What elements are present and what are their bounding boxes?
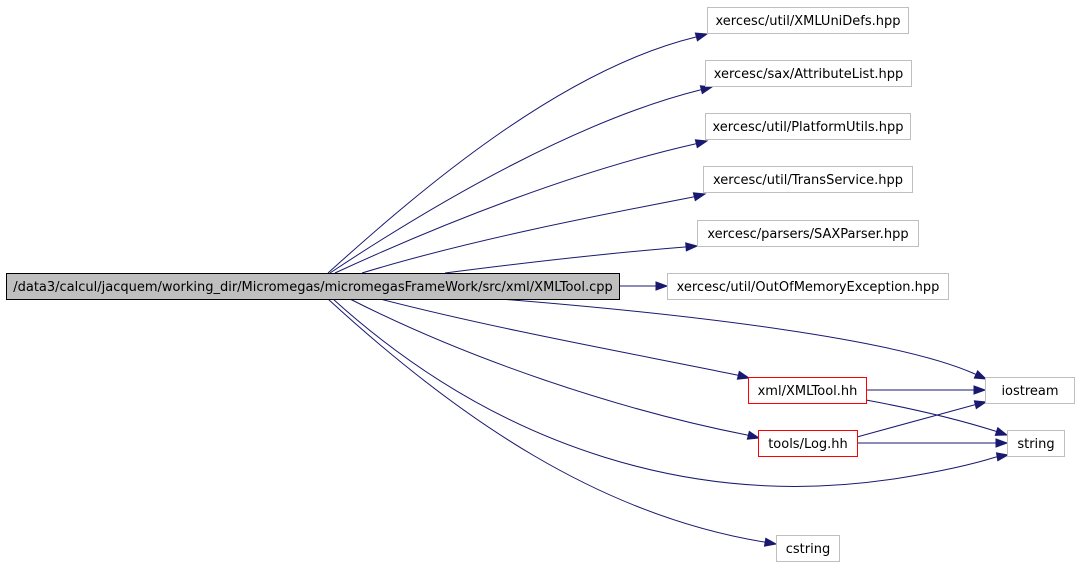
node-box[interactable] bbox=[697, 220, 919, 247]
node-label: iostream bbox=[1001, 384, 1058, 399]
edge-root-to-xmlunidefs bbox=[327, 32, 709, 274]
edge-xmltool_hh-to-string bbox=[865, 399, 1009, 436]
node-xmlunidefs[interactable]: xercesc/util/XMLUniDefs.hpp bbox=[707, 7, 909, 34]
node-box[interactable] bbox=[1007, 430, 1065, 457]
node-saxparser[interactable]: xercesc/parsers/SAXParser.hpp bbox=[697, 220, 919, 247]
node-label: xercesc/util/XMLUniDefs.hpp bbox=[715, 14, 900, 29]
edge-line bbox=[499, 298, 976, 375]
node-string[interactable]: string bbox=[1007, 430, 1065, 457]
arrowhead bbox=[746, 430, 761, 440]
edge-root-to-string bbox=[332, 298, 1010, 487]
edge-log_hh-to-string bbox=[857, 438, 1009, 448]
edge-line bbox=[332, 298, 997, 487]
node-box[interactable] bbox=[985, 377, 1075, 404]
node-platformutils[interactable]: xercesc/util/PlatformUtils.hpp bbox=[705, 113, 911, 140]
node-box[interactable] bbox=[748, 377, 867, 404]
node-label: tools/Log.hh bbox=[768, 437, 848, 452]
arrowhead bbox=[994, 426, 1009, 436]
node-label: string bbox=[1017, 437, 1054, 452]
node-iostream[interactable]: iostream bbox=[985, 377, 1075, 404]
nodes-layer: /data3/calcul/jacquem/working_dir/Microm… bbox=[6, 7, 1075, 562]
arrowhead bbox=[655, 281, 669, 291]
edge-root-to-platformutils bbox=[334, 139, 709, 274]
node-transservice[interactable]: xercesc/util/TransService.hpp bbox=[703, 166, 913, 193]
edge-root-to-log_hh bbox=[349, 298, 761, 440]
edge-line bbox=[329, 89, 701, 274]
node-xmltool_hh[interactable]: xml/XMLTool.hh bbox=[748, 377, 867, 404]
edge-line bbox=[349, 298, 748, 436]
edge-root-to-transservice bbox=[361, 192, 707, 274]
edge-root-to-xmltool_hh bbox=[379, 298, 751, 380]
node-cstring[interactable]: cstring bbox=[776, 535, 840, 562]
node-label: /data3/calcul/jacquem/working_dir/Microm… bbox=[13, 280, 613, 295]
edge-root-to-saxparser bbox=[444, 242, 699, 274]
edge-line bbox=[379, 298, 738, 376]
node-label: xercesc/sax/AttributeList.hpp bbox=[714, 67, 904, 82]
arrowhead bbox=[995, 452, 1010, 462]
arrowhead bbox=[694, 139, 709, 149]
arrowhead bbox=[692, 192, 707, 202]
edge-root-to-cstring bbox=[327, 298, 778, 547]
node-log_hh[interactable]: tools/Log.hh bbox=[758, 430, 858, 457]
node-label: xercesc/util/OutOfMemoryException.hpp bbox=[677, 280, 940, 295]
node-box[interactable] bbox=[6, 273, 620, 300]
node-label: xercesc/util/PlatformUtils.hpp bbox=[712, 120, 903, 135]
edge-line bbox=[327, 298, 765, 543]
edge-root-to-attributelist bbox=[329, 85, 714, 274]
arrowhead bbox=[995, 438, 1009, 448]
node-label: cstring bbox=[786, 542, 830, 557]
node-label: xml/XMLTool.hh bbox=[758, 384, 858, 399]
node-root-xmltool-cpp[interactable]: /data3/calcul/jacquem/working_dir/Microm… bbox=[6, 273, 620, 300]
node-box[interactable] bbox=[776, 535, 840, 562]
node-outofmemory[interactable]: xercesc/util/OutOfMemoryException.hpp bbox=[667, 273, 949, 300]
edge-line bbox=[856, 404, 975, 438]
edge-stub bbox=[994, 430, 997, 432]
node-label: xercesc/parsers/SAXParser.hpp bbox=[707, 227, 908, 242]
arrowhead bbox=[973, 400, 988, 410]
arrowhead bbox=[973, 369, 988, 380]
arrowhead bbox=[685, 242, 699, 252]
edge-xmltool_hh-to-iostream bbox=[866, 385, 987, 395]
edges-layer bbox=[327, 32, 1010, 547]
edge-root-to-outofmemory bbox=[619, 281, 669, 291]
arrowhead bbox=[973, 385, 987, 395]
node-attributelist[interactable]: xercesc/sax/AttributeList.hpp bbox=[705, 60, 912, 87]
node-box[interactable] bbox=[758, 430, 858, 457]
edge-line bbox=[444, 246, 686, 274]
node-box[interactable] bbox=[703, 166, 913, 193]
edge-line bbox=[334, 143, 696, 274]
node-box[interactable] bbox=[705, 60, 912, 87]
edge-root-to-iostream bbox=[499, 298, 988, 380]
edge-line bbox=[327, 36, 697, 274]
node-label: xercesc/util/TransService.hpp bbox=[713, 173, 903, 188]
node-box[interactable] bbox=[707, 7, 909, 34]
edge-log_hh-to-iostream bbox=[856, 400, 988, 438]
arrowhead bbox=[763, 537, 778, 547]
node-box[interactable] bbox=[667, 273, 949, 300]
arrowhead bbox=[736, 370, 751, 380]
node-box[interactable] bbox=[705, 113, 911, 140]
arrowhead bbox=[694, 32, 709, 42]
edge-line bbox=[361, 196, 694, 274]
